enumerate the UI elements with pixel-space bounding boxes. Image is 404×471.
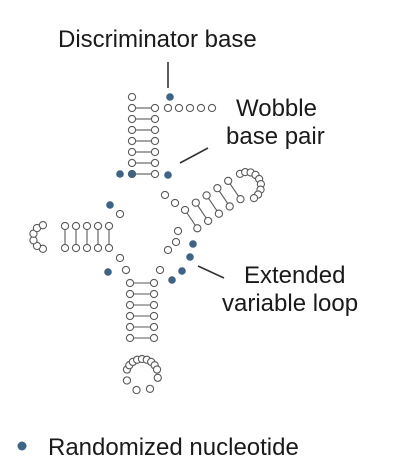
anticodon-stem-nucleotide xyxy=(125,300,135,310)
legend-randomized-label: Randomized nucleotide xyxy=(48,434,299,461)
d-stem-nucleotide xyxy=(104,243,114,253)
acceptor-stem-nucleotide xyxy=(150,147,160,157)
t-stem-nucleotide xyxy=(214,209,224,218)
extended-label-line1: Extended xyxy=(244,262,345,289)
anticodon-stem-nucleotide xyxy=(149,311,159,321)
acceptor-stem-nucleotide xyxy=(150,158,160,168)
t-stem-nucleotide xyxy=(225,202,234,211)
extended-label-line2: variable loop xyxy=(222,290,358,317)
d-stem-nucleotide xyxy=(104,221,114,231)
d-stem-nucleotide xyxy=(82,243,92,253)
anticodon-stem-nucleotide xyxy=(149,300,159,310)
junction-nucleotide xyxy=(115,253,125,263)
legend-randomized-dot xyxy=(17,441,27,451)
acceptor-stem-nucleotide xyxy=(150,114,160,124)
acceptor-stem-nucleotide xyxy=(127,158,137,168)
acceptor-stem-nucleotide xyxy=(150,125,160,135)
acceptor-stem-nucleotide xyxy=(127,114,137,124)
acceptor-stem-nucleotide xyxy=(150,169,160,179)
wobble-label-line1: Wobble xyxy=(236,95,317,122)
acceptor-3prime-nucleotide xyxy=(207,103,217,113)
t-loop-nucleotide xyxy=(249,193,259,203)
anticodon-loop-nucleotide xyxy=(132,385,141,395)
t-stem-nucleotide xyxy=(203,216,213,226)
randomized-nucleotide-markers xyxy=(104,93,197,284)
randomized-nucleotide-dot xyxy=(178,267,186,275)
anticodon-stem-nucleotide xyxy=(149,289,159,299)
acceptor-3prime-nucleotide xyxy=(174,103,184,113)
wobble-label-line2: base pair xyxy=(226,123,325,150)
acceptor-3prime-nucleotide xyxy=(163,103,173,113)
d-stem-nucleotide xyxy=(93,243,103,253)
t-stem-nucleotide xyxy=(224,176,233,186)
t-stem-nucleotide xyxy=(180,205,190,215)
acceptor-3prime-nucleotide xyxy=(185,103,195,113)
acceptor-stem-nucleotide xyxy=(127,125,137,135)
acceptor-3prime-nucleotide xyxy=(196,103,206,113)
acceptor-stem-nucleotide xyxy=(127,136,137,146)
anticodon-stem-nucleotide xyxy=(125,322,135,332)
randomized-nucleotide-dot xyxy=(189,240,197,248)
anticodon-stem-nucleotide xyxy=(125,278,135,288)
anticodon-stem-nucleotide xyxy=(125,333,135,343)
randomized-nucleotide-dot xyxy=(106,201,114,209)
d-stem-nucleotide xyxy=(71,243,81,253)
t-stem-nucleotide xyxy=(191,198,200,207)
discriminator-base-label: Discriminator base xyxy=(58,26,257,53)
randomized-nucleotide-dot xyxy=(116,170,124,178)
randomized-nucleotide-dot xyxy=(168,276,176,284)
acceptor-stem-nucleotide xyxy=(150,103,160,113)
t-stem-nucleotide xyxy=(213,184,222,193)
anticodon-stem-nucleotide xyxy=(149,333,159,343)
d-stem-nucleotide xyxy=(71,221,81,231)
d-stem-nucleotide xyxy=(82,221,92,231)
junction-nucleotide xyxy=(115,209,125,219)
junction-nucleotide xyxy=(160,190,170,200)
variable-loop-leader-line xyxy=(197,265,225,279)
anticodon-stem-nucleotide xyxy=(149,322,159,332)
d-loop-nucleotide xyxy=(38,221,48,230)
t-stem-nucleotide xyxy=(202,191,211,200)
nucleotide-backbone xyxy=(29,92,266,395)
t-stem-nucleotide xyxy=(193,224,202,233)
acceptor-stem-nucleotide xyxy=(127,147,137,157)
randomized-nucleotide-dot xyxy=(128,170,136,178)
randomized-nucleotide-dot xyxy=(186,253,194,261)
anticodon-loop-nucleotide xyxy=(153,373,162,382)
variable-loop-nucleotide xyxy=(171,237,181,247)
acceptor-stem-nucleotide xyxy=(127,103,137,113)
randomized-nucleotide-dot xyxy=(164,171,172,179)
anticodon-loop-nucleotide xyxy=(152,365,162,374)
anticodon-loop-nucleotide xyxy=(145,384,155,394)
anticodon-stem-nucleotide xyxy=(125,311,135,321)
t-stem-nucleotide xyxy=(236,194,245,204)
randomized-nucleotide-dot xyxy=(104,268,112,276)
anticodon-stem-nucleotide xyxy=(125,289,135,299)
anticodon-stem-nucleotide xyxy=(149,278,159,288)
d-stem-nucleotide xyxy=(60,243,70,253)
junction-nucleotide xyxy=(121,265,131,275)
d-stem-nucleotide xyxy=(93,221,103,231)
acceptor-5prime-nucleotide xyxy=(127,92,137,102)
anticodon-loop-nucleotide xyxy=(122,376,132,385)
junction-nucleotide xyxy=(155,265,165,275)
wobble-leader-line xyxy=(179,147,209,164)
acceptor-stem-nucleotide xyxy=(150,136,160,146)
variable-loop-nucleotide xyxy=(163,245,173,255)
junction-nucleotide xyxy=(170,198,180,208)
randomized-nucleotide-dot xyxy=(166,93,174,101)
d-stem-nucleotide xyxy=(60,221,70,231)
variable-loop-nucleotide xyxy=(173,226,183,236)
